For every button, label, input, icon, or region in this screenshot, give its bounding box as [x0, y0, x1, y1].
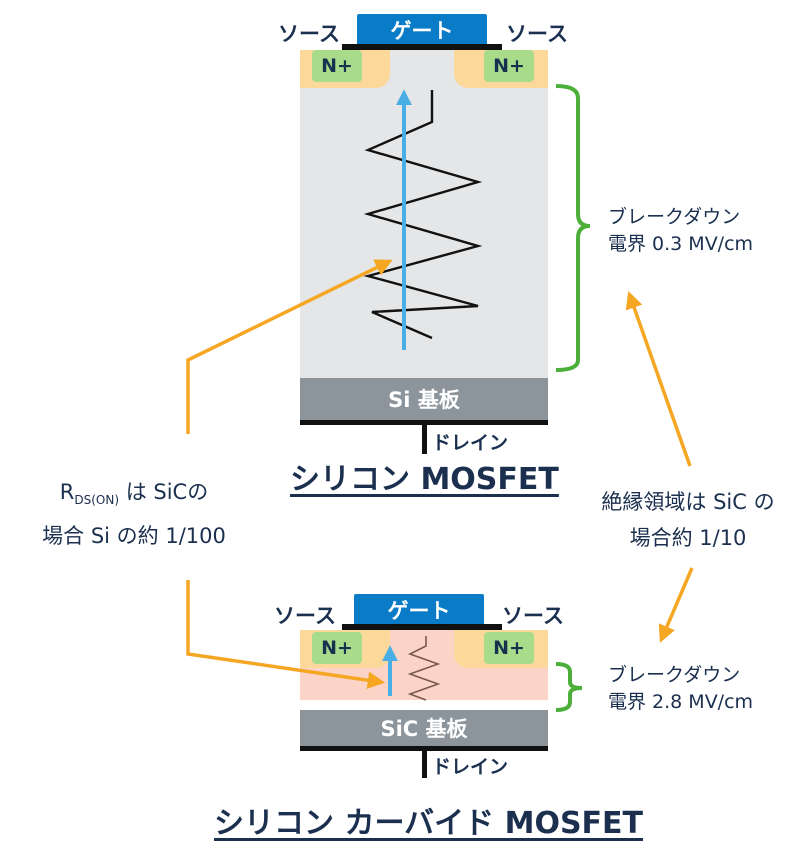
- si-drain-lead: [422, 424, 427, 454]
- insulation-note-line1: 絶縁領域は SiC の: [601, 490, 775, 514]
- si-drift-region: [300, 50, 548, 378]
- si-substrate: Si 基板: [300, 378, 548, 420]
- sic-title: シリコン カーバイド MOSFET: [214, 806, 644, 841]
- si-drain-label: ドレイン: [432, 432, 509, 454]
- si-breakdown-zigzag-icon: [363, 90, 483, 340]
- si-title: シリコン MOSFET: [290, 462, 559, 497]
- rds-symbol: R: [59, 480, 75, 504]
- insulation-callout-up-arrow-icon: [625, 291, 692, 467]
- rds-callout-up-arrow-icon: [186, 259, 393, 434]
- si-gate: ゲート: [357, 14, 487, 46]
- sic-drain-label: ドレイン: [432, 756, 509, 778]
- si-bracket-icon: [555, 84, 591, 372]
- sic-breakdown-line1: ブレークダウン: [608, 664, 741, 686]
- sic-source-right-label: ソース: [502, 604, 564, 628]
- sic-gate-contact: [342, 624, 502, 630]
- rds-note-line2: 場合 Si の約 1/100: [42, 524, 226, 549]
- rds-suffix: は SiCの: [119, 480, 209, 504]
- rds-note: RDS(ON) は SiCの 場合 Si の約 1/100: [14, 474, 254, 554]
- sic-breakdown-line2: 電界 2.8 MV/cm: [608, 691, 754, 713]
- si-gate-contact: [342, 44, 502, 50]
- si-n-plus-left: N+: [312, 50, 362, 82]
- sic-n-plus-right: N+: [484, 632, 534, 664]
- si-breakdown-label: ブレークダウン 電界 0.3 MV/cm: [608, 204, 753, 258]
- si-mosfet-diagram: ソース ソース ゲート N+ N+ Si 基板 ドレイン シリコン MOSFET…: [278, 14, 753, 497]
- si-n-plus-right: N+: [484, 50, 534, 82]
- sic-n-plus-left: N+: [312, 632, 362, 664]
- sic-gate: ゲート: [354, 594, 484, 626]
- insulation-callout-down-arrow-icon: [658, 567, 694, 643]
- rds-callout-down-arrow-icon: [186, 580, 386, 689]
- sic-substrate: SiC 基板: [300, 710, 548, 746]
- sic-bracket-icon: [555, 662, 583, 712]
- insulation-note: 絶縁領域は SiC の 場合約 1/10: [576, 484, 800, 556]
- insulation-note-line2: 場合約 1/10: [629, 526, 747, 550]
- sic-source-left-label: ソース: [274, 604, 336, 628]
- si-source-right-label: ソース: [506, 22, 568, 46]
- si-breakdown-line1: ブレークダウン: [608, 206, 741, 228]
- si-source-left-label: ソース: [278, 22, 340, 46]
- si-drain-bar: [300, 420, 548, 425]
- sic-breakdown-label: ブレークダウン 電界 2.8 MV/cm: [608, 662, 753, 716]
- si-breakdown-line2: 電界 0.3 MV/cm: [608, 233, 754, 255]
- rds-subscript: DS(ON): [74, 493, 120, 508]
- sic-breakdown-zigzag-icon: [407, 636, 441, 701]
- sic-drain-bar: [300, 746, 548, 751]
- rds-note-line1: RDS(ON) は SiCの: [14, 474, 254, 518]
- sic-drain-lead: [422, 750, 427, 778]
